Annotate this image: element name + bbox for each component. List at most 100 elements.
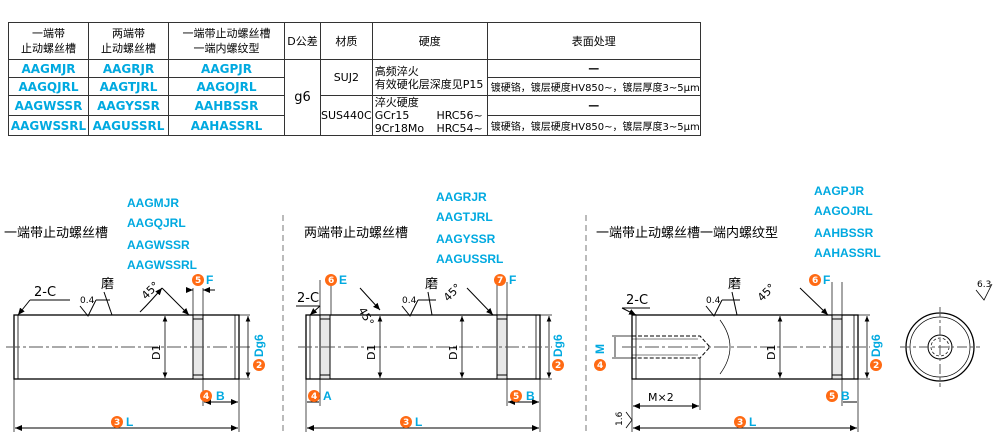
marker-number: 5 (829, 392, 835, 402)
internal-thread (632, 335, 711, 359)
dim-label: A (323, 389, 332, 403)
marker-number: 2 (555, 361, 561, 371)
hardness-cell: 高频淬火 有效硬化层深度见P15 (371, 59, 488, 96)
drawing-code: AAGWSSRL (127, 258, 197, 272)
d1-label: D1 (447, 345, 460, 360)
dg6-label: Dg6 (869, 334, 883, 357)
marker-circle (192, 274, 204, 286)
drawing-code: AAGYSSR (436, 232, 496, 246)
drawing-2: AAGRJR AAGTJRL AAGYSSR AAGUSSRL 两端带止动螺丝槽… (296, 190, 565, 432)
drawing-code: AAGRJR (436, 190, 487, 204)
surface-cell: 镀硬铬，镀层硬度HV850~，镀层厚度3~5μm (486, 77, 701, 96)
dg6-label: Dg6 (252, 334, 266, 357)
angle-label: 45° (139, 279, 162, 302)
roughness-label: 0.4 (402, 296, 417, 306)
marker-circle (494, 274, 506, 286)
d1-label: D1 (765, 345, 778, 360)
end-view (900, 307, 980, 387)
marker-number: 2 (256, 361, 262, 371)
marker-circle (325, 274, 337, 286)
code-cell: AAGRJR (88, 59, 169, 78)
code-cell: AAGPJR (168, 59, 285, 78)
chamfer-label: 2-C (626, 293, 648, 308)
marker-number: 6 (812, 276, 818, 286)
dim-label: B (841, 389, 850, 403)
chamfer-label: 2-C (297, 291, 319, 306)
spec-table: 一端带止动螺丝槽 两端带止动螺丝槽 一端带止动螺丝槽一端内螺纹型 D公差 材质 … (8, 22, 701, 136)
surface-cell: 镀硬铬，镀层硬度HV850~，镀层厚度3~5μm (486, 115, 701, 136)
marker-number: 6 (328, 276, 334, 286)
header-col3: 一端带止动螺丝槽一端内螺纹型 (168, 22, 285, 60)
marker-number: 7 (497, 276, 503, 286)
drawing-code: AAGOJRL (814, 204, 873, 218)
roughness-label: 1.6 (615, 411, 625, 426)
d-tolerance-cell: g6 (284, 59, 321, 136)
drawing-code: AAGQJRL (127, 216, 186, 230)
dim-label: F (206, 273, 213, 287)
dim-label: B (216, 389, 225, 403)
marker-circle (308, 390, 320, 402)
grind-label: 磨 (728, 277, 741, 292)
marker-circle (552, 359, 564, 371)
code-cell: AAGYSSR (88, 95, 169, 116)
angle-label: 45° (755, 281, 778, 304)
code-cell: AAHASSRL (168, 115, 285, 136)
marker-circle (111, 416, 123, 428)
table-row: AAGWSSR AAGYSSR AAHBSSR SUS440C 淬火硬度 GCr… (8, 95, 701, 136)
marker-number: 5 (513, 392, 519, 402)
marker-number: 4 (597, 361, 603, 371)
dim-label: F (823, 273, 830, 287)
marker-circle (253, 359, 265, 371)
header-hardness: 硬度 (371, 22, 488, 60)
code-cell: AAGMJR (8, 59, 89, 78)
drawing-code: AAGPJR (814, 184, 864, 198)
roughness-label: 0.4 (80, 296, 95, 306)
marker-number: 3 (737, 418, 743, 428)
dim-label: B (526, 389, 535, 403)
table-row: AAGWSSRL AAGUSSRL AAHASSRL 镀硬铬，镀层硬度HV850… (8, 115, 701, 136)
marker-circle (510, 390, 522, 402)
marker-number: 3 (114, 418, 120, 428)
material-cell: SUJ2 (320, 59, 373, 96)
header-material: 材质 (320, 22, 373, 60)
marker-number: 4 (311, 392, 317, 402)
drawing-title: 一端带止动螺丝槽一端内螺纹型 (596, 225, 778, 241)
marker-circle (400, 416, 412, 428)
dim-label: L (126, 415, 133, 429)
roughness-label: 6.3 (977, 280, 991, 290)
grind-label: 磨 (101, 277, 114, 292)
dim-label: E (339, 273, 347, 287)
drawing-title: 两端带止动螺丝槽 (304, 226, 408, 241)
marker-number: 2 (873, 361, 879, 371)
marker-circle (826, 390, 838, 402)
code-cell: AAGOJRL (168, 77, 285, 96)
material-cell: SUS440C (320, 95, 373, 136)
dim-label: L (749, 415, 756, 429)
marker-circle (200, 390, 212, 402)
header-col2: 两端带止动螺丝槽 (88, 22, 169, 60)
drawing-code: AAHASSRL (814, 246, 881, 260)
header-col1: 一端带止动螺丝槽 (8, 22, 89, 60)
surface-cell: — (486, 95, 701, 116)
drawing-code: AAGMJR (127, 196, 179, 210)
drawing-code: AAGWSSR (127, 238, 190, 252)
drawing-code: AAGTJRL (436, 210, 493, 224)
mx2-label: M×2 (648, 391, 674, 404)
marker-number: 5 (195, 276, 201, 286)
d1-label: D1 (365, 345, 378, 360)
chamfer-label: 2-C (34, 285, 56, 300)
code-cell: AAGQJRL (8, 77, 89, 96)
drawing-code: AAHBSSR (814, 226, 874, 240)
surface-cell: — (486, 59, 701, 78)
drawing-1: AAGMJR AAGQJRL AAGWSSR AAGWSSRL 一端带止动螺丝槽… (4, 196, 266, 432)
dim-label: M (593, 344, 607, 354)
dim-label: F (509, 273, 516, 287)
roughness-label: 0.4 (706, 296, 721, 306)
code-cell: AAGUSSRL (88, 115, 169, 136)
marker-number: 4 (203, 392, 209, 402)
d1-label: D1 (150, 345, 163, 360)
marker-circle (809, 274, 821, 286)
drawing-3: AAGPJR AAGOJRL AAHBSSR AAHASSRL 一端带止动螺丝槽… (593, 184, 980, 432)
header-d-tolerance: D公差 (284, 22, 321, 60)
